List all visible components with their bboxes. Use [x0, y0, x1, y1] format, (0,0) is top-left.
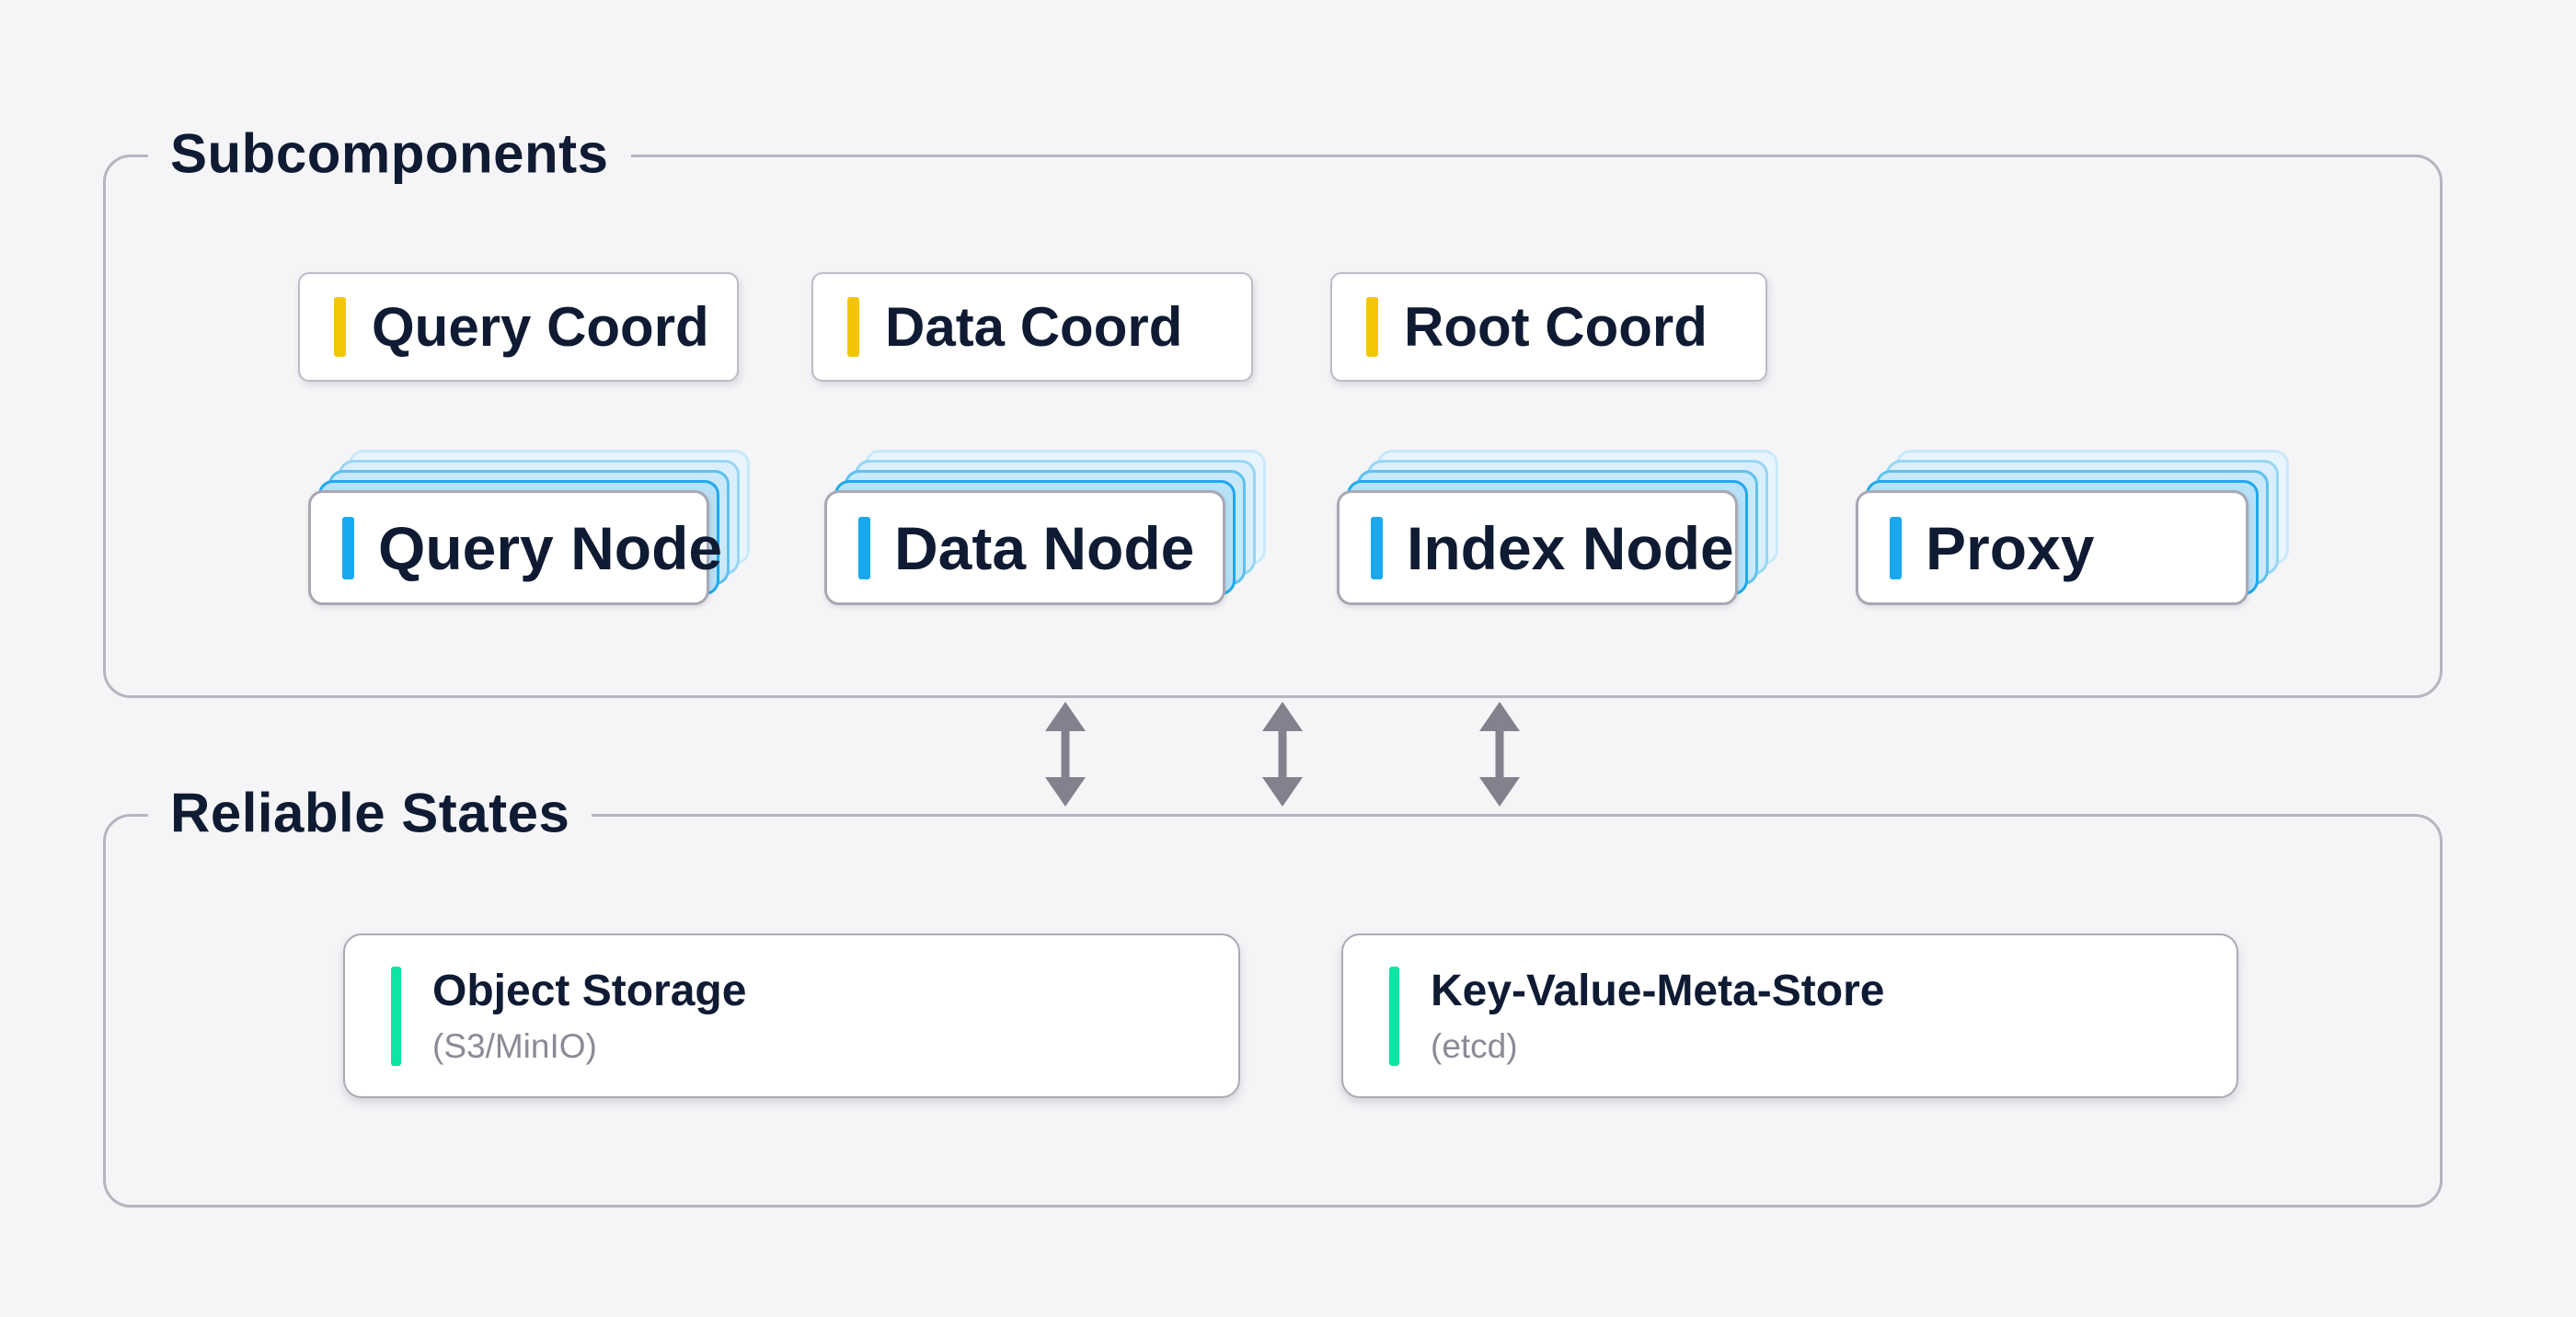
proxy-node-stack: Proxy — [1856, 450, 2289, 605]
blue-accent-bar — [858, 516, 870, 579]
arrow-down-head-icon — [1262, 777, 1303, 807]
arrow-down-head-icon — [1045, 777, 1086, 807]
index-node-card: Index Node — [1337, 490, 1738, 605]
key-value-meta-store-sublabel: (etcd) — [1431, 1027, 1518, 1065]
data-node-stack: Data Node — [824, 450, 1266, 605]
section-reliable-states: Reliable States Object Storage (S3/MinIO… — [103, 783, 2443, 1208]
data-node-label: Data Node — [894, 513, 1195, 582]
proxy-node-label: Proxy — [1926, 513, 2095, 582]
bidirectional-arrow-icon — [1262, 702, 1303, 807]
green-accent-bar — [391, 966, 401, 1066]
object-storage-text: Object Storage (S3/MinIO) — [432, 966, 746, 1066]
key-value-meta-store-label: Key-Value-Meta-Store — [1431, 967, 1885, 1015]
query-node-label: Query Node — [378, 513, 723, 582]
data-coord-label: Data Coord — [885, 296, 1183, 358]
blue-accent-bar — [1371, 516, 1383, 579]
bidirectional-arrow-icon — [1479, 702, 1520, 807]
root-coord-label: Root Coord — [1404, 296, 1708, 358]
arrow-shaft — [1495, 726, 1504, 783]
root-coord-box: Root Coord — [1330, 272, 1767, 382]
section-title-subcomponents: Subcomponents — [148, 123, 631, 185]
query-coord-label: Query Coord — [372, 296, 709, 358]
query-node-card: Query Node — [308, 490, 722, 605]
query-node-stack: Query Node — [308, 450, 750, 605]
data-node-card: Data Node — [824, 490, 1225, 605]
bidirectional-arrow-icon — [1045, 702, 1086, 807]
arrow-shaft — [1061, 726, 1070, 783]
section-subcomponents: Subcomponents Query Coord Data Coord Roo… — [103, 123, 2443, 698]
blue-accent-bar — [342, 516, 354, 579]
index-node-label: Index Node — [1407, 513, 1734, 582]
proxy-node-card: Proxy — [1856, 490, 2248, 605]
green-accent-bar — [1389, 966, 1399, 1066]
blue-accent-bar — [1890, 516, 1902, 579]
arrow-down-head-icon — [1479, 777, 1520, 807]
query-coord-box: Query Coord — [298, 272, 739, 382]
yellow-accent-bar — [1366, 297, 1378, 357]
arrow-shaft — [1278, 726, 1287, 783]
section-title-reliable-states: Reliable States — [148, 783, 592, 844]
object-storage-label: Object Storage — [432, 967, 747, 1015]
data-coord-box: Data Coord — [811, 272, 1253, 382]
object-storage-sublabel: (S3/MinIO) — [432, 1027, 597, 1065]
index-node-stack: Index Node — [1337, 450, 1778, 605]
key-value-meta-store-text: Key-Value-Meta-Store (etcd) — [1431, 966, 1884, 1066]
yellow-accent-bar — [847, 297, 859, 357]
key-value-meta-store-box: Key-Value-Meta-Store (etcd) — [1341, 933, 2238, 1098]
yellow-accent-bar — [334, 297, 346, 357]
object-storage-box: Object Storage (S3/MinIO) — [343, 933, 1240, 1098]
